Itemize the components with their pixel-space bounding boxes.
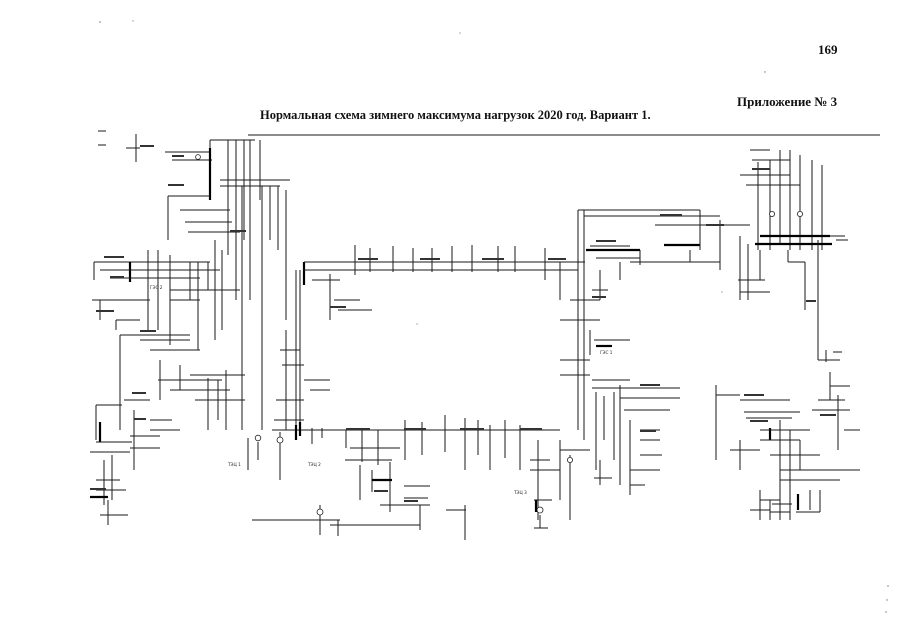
station-label-ges-2: ГЭС 2 — [150, 285, 163, 290]
station-label-tec-1: ТЭЦ 1 — [227, 462, 241, 467]
station-label-tec-3: ТЭЦ 3 — [513, 490, 527, 495]
station-label-tec-2: ТЭЦ 2 — [307, 462, 321, 467]
diagram-title: Нормальная схема зимнего максимума нагру… — [260, 108, 651, 122]
appendix-heading: Приложение № 3 — [737, 94, 838, 109]
left-network — [90, 130, 880, 525]
right-center-network — [530, 209, 750, 529]
scan-specks — [99, 20, 889, 613]
right-network — [715, 149, 860, 520]
page-number: 169 — [818, 42, 838, 57]
component-tags — [90, 145, 836, 502]
central-loop — [247, 245, 585, 540]
station-label-ges-1: ГЭС 1 — [600, 350, 613, 355]
